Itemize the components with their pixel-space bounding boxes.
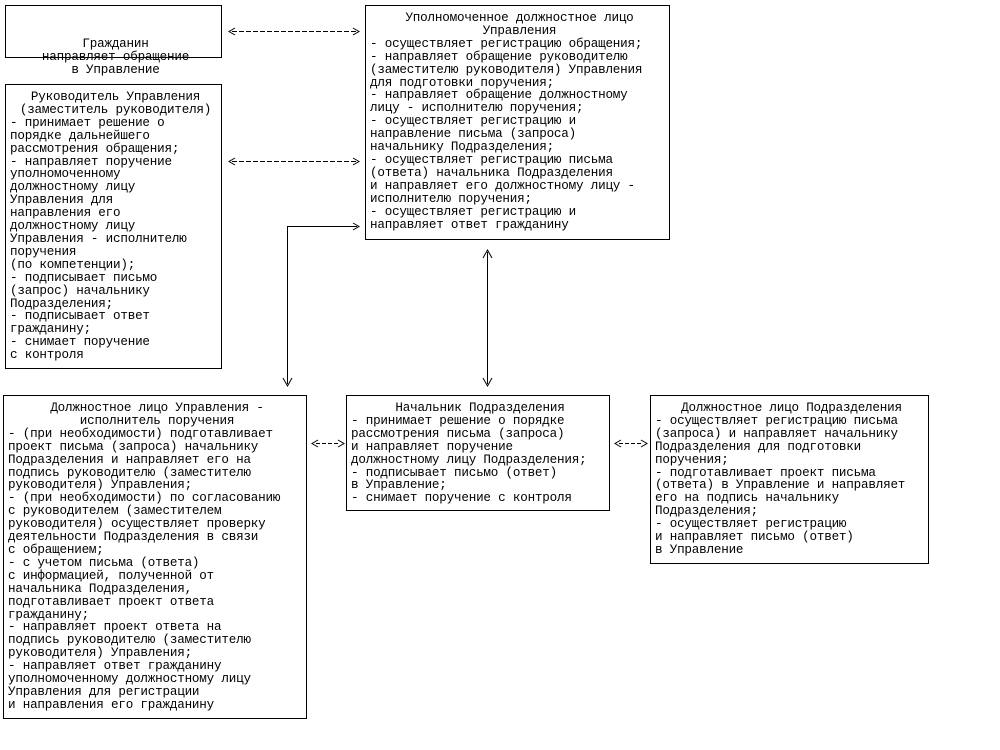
box-body: - принимает решение о порядке дальнейшег… (10, 115, 187, 363)
box-subdivision-official: Должностное лицо Подразделения- осуществ… (650, 395, 929, 564)
arrow-citizen-authorized (228, 27, 360, 36)
box-title: Уполномоченное должностное лицо Управлен… (405, 11, 634, 38)
arrow-head-authorized (228, 157, 360, 166)
box-title: Должностное лицо Управления - исполнител… (50, 401, 264, 428)
arrow-executor-chief (311, 439, 345, 448)
box-body: - (при необходимости) подготавливает про… (8, 426, 281, 712)
box-title: Гражданин направляет обращение в Управле… (41, 36, 190, 77)
box-subdivision-chief: Начальник Подразделения- принимает решен… (346, 395, 610, 511)
arrow-authorized-chief (482, 248, 493, 388)
box-title: Руководитель Управления (заместитель рук… (19, 90, 212, 117)
box-title: Начальник Подразделения (395, 401, 565, 415)
box-body: - осуществляет регистрацию обращения; - … (370, 36, 643, 232)
box-title: Должностное лицо Подразделения (681, 401, 902, 415)
box-executor: Должностное лицо Управления - исполнител… (3, 395, 307, 719)
box-head-of-department: Руководитель Управления (заместитель рук… (5, 84, 222, 369)
arrow-authorized-executor (282, 222, 360, 388)
box-citizen: Гражданин направляет обращение в Управле… (5, 5, 222, 76)
box-body: - принимает решение о порядке рассмотрен… (351, 413, 587, 506)
arrow-chief-sub-official (614, 439, 648, 448)
box-body: - осуществляет регистрацию письма (запро… (655, 413, 906, 557)
box-authorized-official: Уполномоченное должностное лицо Управлен… (365, 5, 670, 240)
